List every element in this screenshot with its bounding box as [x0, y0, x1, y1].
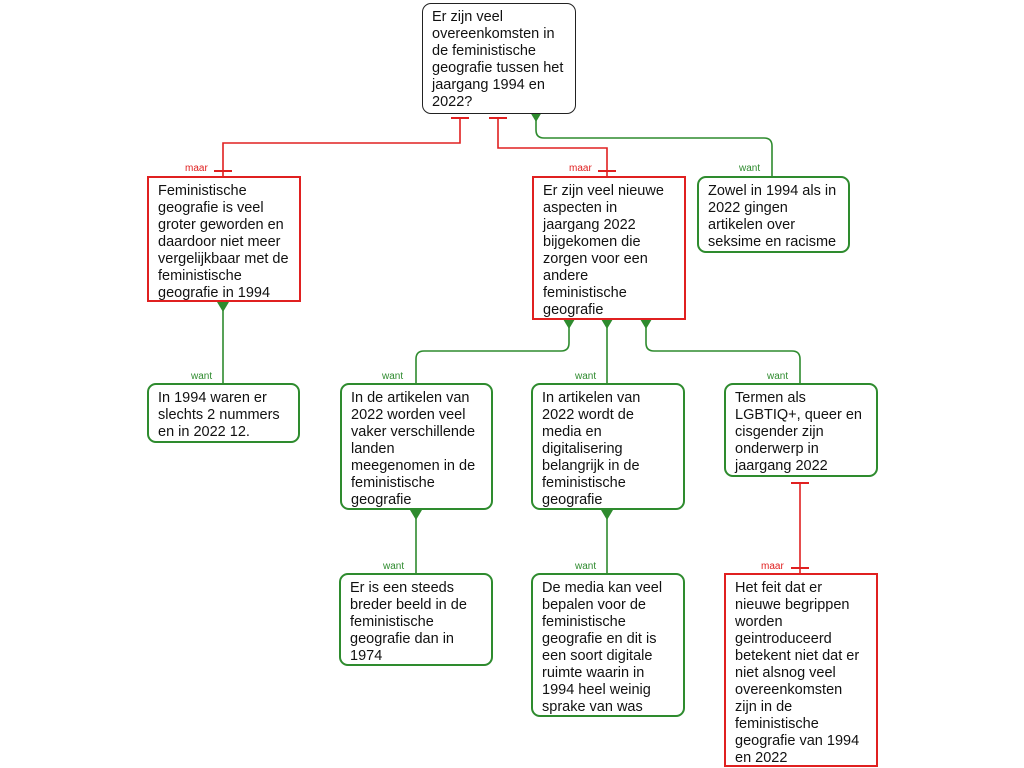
counter-claim-node[interactable]: Er zijn veel nieuwe aspecten in jaargang…: [532, 176, 686, 320]
claim-text: Er is een steeds breder beeld in de femi…: [350, 580, 467, 664]
claim-text: In artikelen van 2022 wordt de media en …: [542, 390, 641, 508]
claim-text: Zowel in 1994 als in 2022 gingen artikel…: [708, 183, 837, 250]
relation-label-c3: want: [738, 163, 760, 174]
supporting-claim-node[interactable]: Er is een steeds breder beeld in de femi…: [339, 573, 493, 666]
supporting-claim-node[interactable]: De media kan veel bepalen voor de femini…: [531, 573, 685, 717]
relation-label-c1a: want: [190, 371, 212, 382]
support-arrow: [217, 302, 229, 312]
relation-label-c1: maar: [185, 163, 208, 174]
claim-text: Feministische geografie is veel groter g…: [158, 183, 289, 301]
claim-text: Het feit dat er nieuwe begrippen worden …: [735, 580, 860, 766]
claim-text: Er zijn veel nieuwe aspecten in jaargang…: [543, 183, 664, 318]
relation-label-c2c1: maar: [761, 561, 784, 572]
support-arrow: [563, 319, 575, 329]
counter-claim-node[interactable]: Feministische geografie is veel groter g…: [147, 176, 301, 302]
support-arrow: [601, 510, 613, 520]
main-question-node[interactable]: Er zijn veel overeenkomsten in de femini…: [422, 3, 576, 114]
support-arrow: [640, 319, 652, 329]
supporting-claim-node[interactable]: Zowel in 1994 als in 2022 gingen artikel…: [697, 176, 850, 253]
support-arrow: [601, 319, 613, 329]
relation-label-c2: maar: [569, 163, 592, 174]
relation-label-c2b: want: [574, 371, 596, 382]
relation-label-c2c: want: [766, 371, 788, 382]
connector-root-c1: [222, 118, 461, 176]
connector-root-c2: [497, 118, 608, 176]
relation-label-c2b1: want: [574, 561, 596, 572]
supporting-claim-node[interactable]: Termen als LGBTIQ+, queer en cisgender z…: [724, 383, 878, 477]
connector-c2-c2c: [645, 320, 801, 383]
support-arrow: [410, 510, 422, 520]
supporting-claim-node[interactable]: In 1994 waren er slechts 2 nummers en in…: [147, 383, 300, 443]
claim-text: In 1994 waren er slechts 2 nummers en in…: [158, 390, 280, 440]
connector-c2-c2a: [415, 320, 570, 383]
main-question-text: Er zijn veel overeenkomsten in de femini…: [432, 9, 564, 110]
claim-text: In de artikelen van 2022 worden veel vak…: [351, 390, 476, 508]
relation-label-c2a1: want: [382, 561, 404, 572]
relation-label-c2a: want: [381, 371, 403, 382]
counter-claim-node[interactable]: Het feit dat er nieuwe begrippen worden …: [724, 573, 878, 767]
claim-text: Termen als LGBTIQ+, queer en cisgender z…: [735, 390, 862, 474]
connector-root-c3: [535, 114, 773, 176]
claim-text: De media kan veel bepalen voor de femini…: [542, 580, 663, 715]
supporting-claim-node[interactable]: In de artikelen van 2022 worden veel vak…: [340, 383, 493, 510]
support-arrow: [530, 112, 542, 122]
supporting-claim-node[interactable]: In artikelen van 2022 wordt de media en …: [531, 383, 685, 510]
